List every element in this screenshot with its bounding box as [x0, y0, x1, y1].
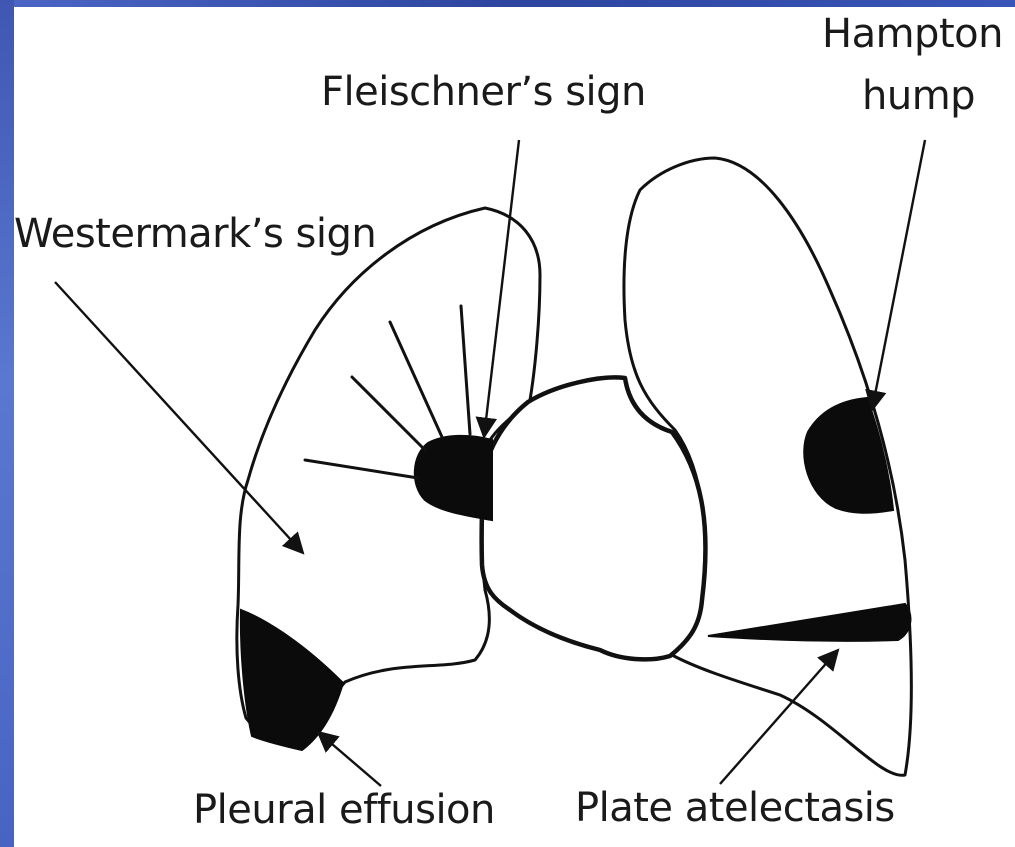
westermark-arrow [55, 282, 303, 553]
hampton-label-line2: hump [862, 76, 975, 116]
pleural-effusion-label: Pleural effusion [193, 790, 495, 830]
hampton-arrow [872, 140, 925, 410]
westermark-label: Westermark’s sign [14, 214, 376, 254]
fleischner-label: Fleischner’s sign [321, 72, 646, 112]
effusion-arrow [318, 732, 381, 786]
hampton-label-line1: Hampton [822, 14, 1003, 54]
plate-atelectasis-label: Plate atelectasis [575, 788, 895, 828]
